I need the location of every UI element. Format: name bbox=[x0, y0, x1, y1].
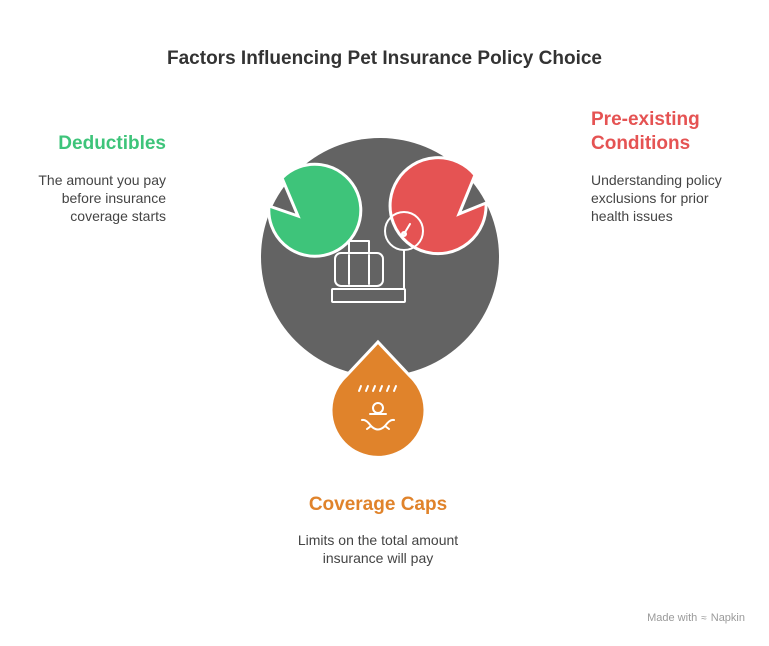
money-hand-icon bbox=[221, 160, 257, 201]
napkin-label: Napkin bbox=[710, 612, 745, 624]
deductibles-description: The amount you pay before insurance cove… bbox=[38, 172, 166, 224]
made-with-label: Made with bbox=[647, 612, 698, 624]
deductibles-heading: Deductibles bbox=[58, 133, 166, 154]
page-title: Factors Influencing Pet Insurance Policy… bbox=[167, 48, 602, 69]
napkin-logo-icon: ≈ bbox=[701, 612, 707, 624]
coverage-caps-drop bbox=[329, 339, 427, 459]
pre-existing-conditions-description: Understanding policy exclusions for prio… bbox=[591, 172, 722, 224]
coverage-caps-description: Limits on the total amount insurance wil… bbox=[297, 532, 459, 566]
luggage-scale-icon bbox=[331, 211, 424, 303]
person-rain-icon bbox=[358, 385, 397, 431]
napkin-branding: Made with ≈ Napkin bbox=[647, 612, 745, 624]
pre-existing-conditions-drop bbox=[388, 156, 488, 256]
deductibles-drop bbox=[267, 162, 363, 258]
coverage-caps-heading: Coverage Caps bbox=[308, 494, 448, 515]
pre-existing-conditions-heading: Pre-existing Conditions bbox=[591, 109, 700, 154]
medical-chart-icon bbox=[495, 157, 539, 204]
